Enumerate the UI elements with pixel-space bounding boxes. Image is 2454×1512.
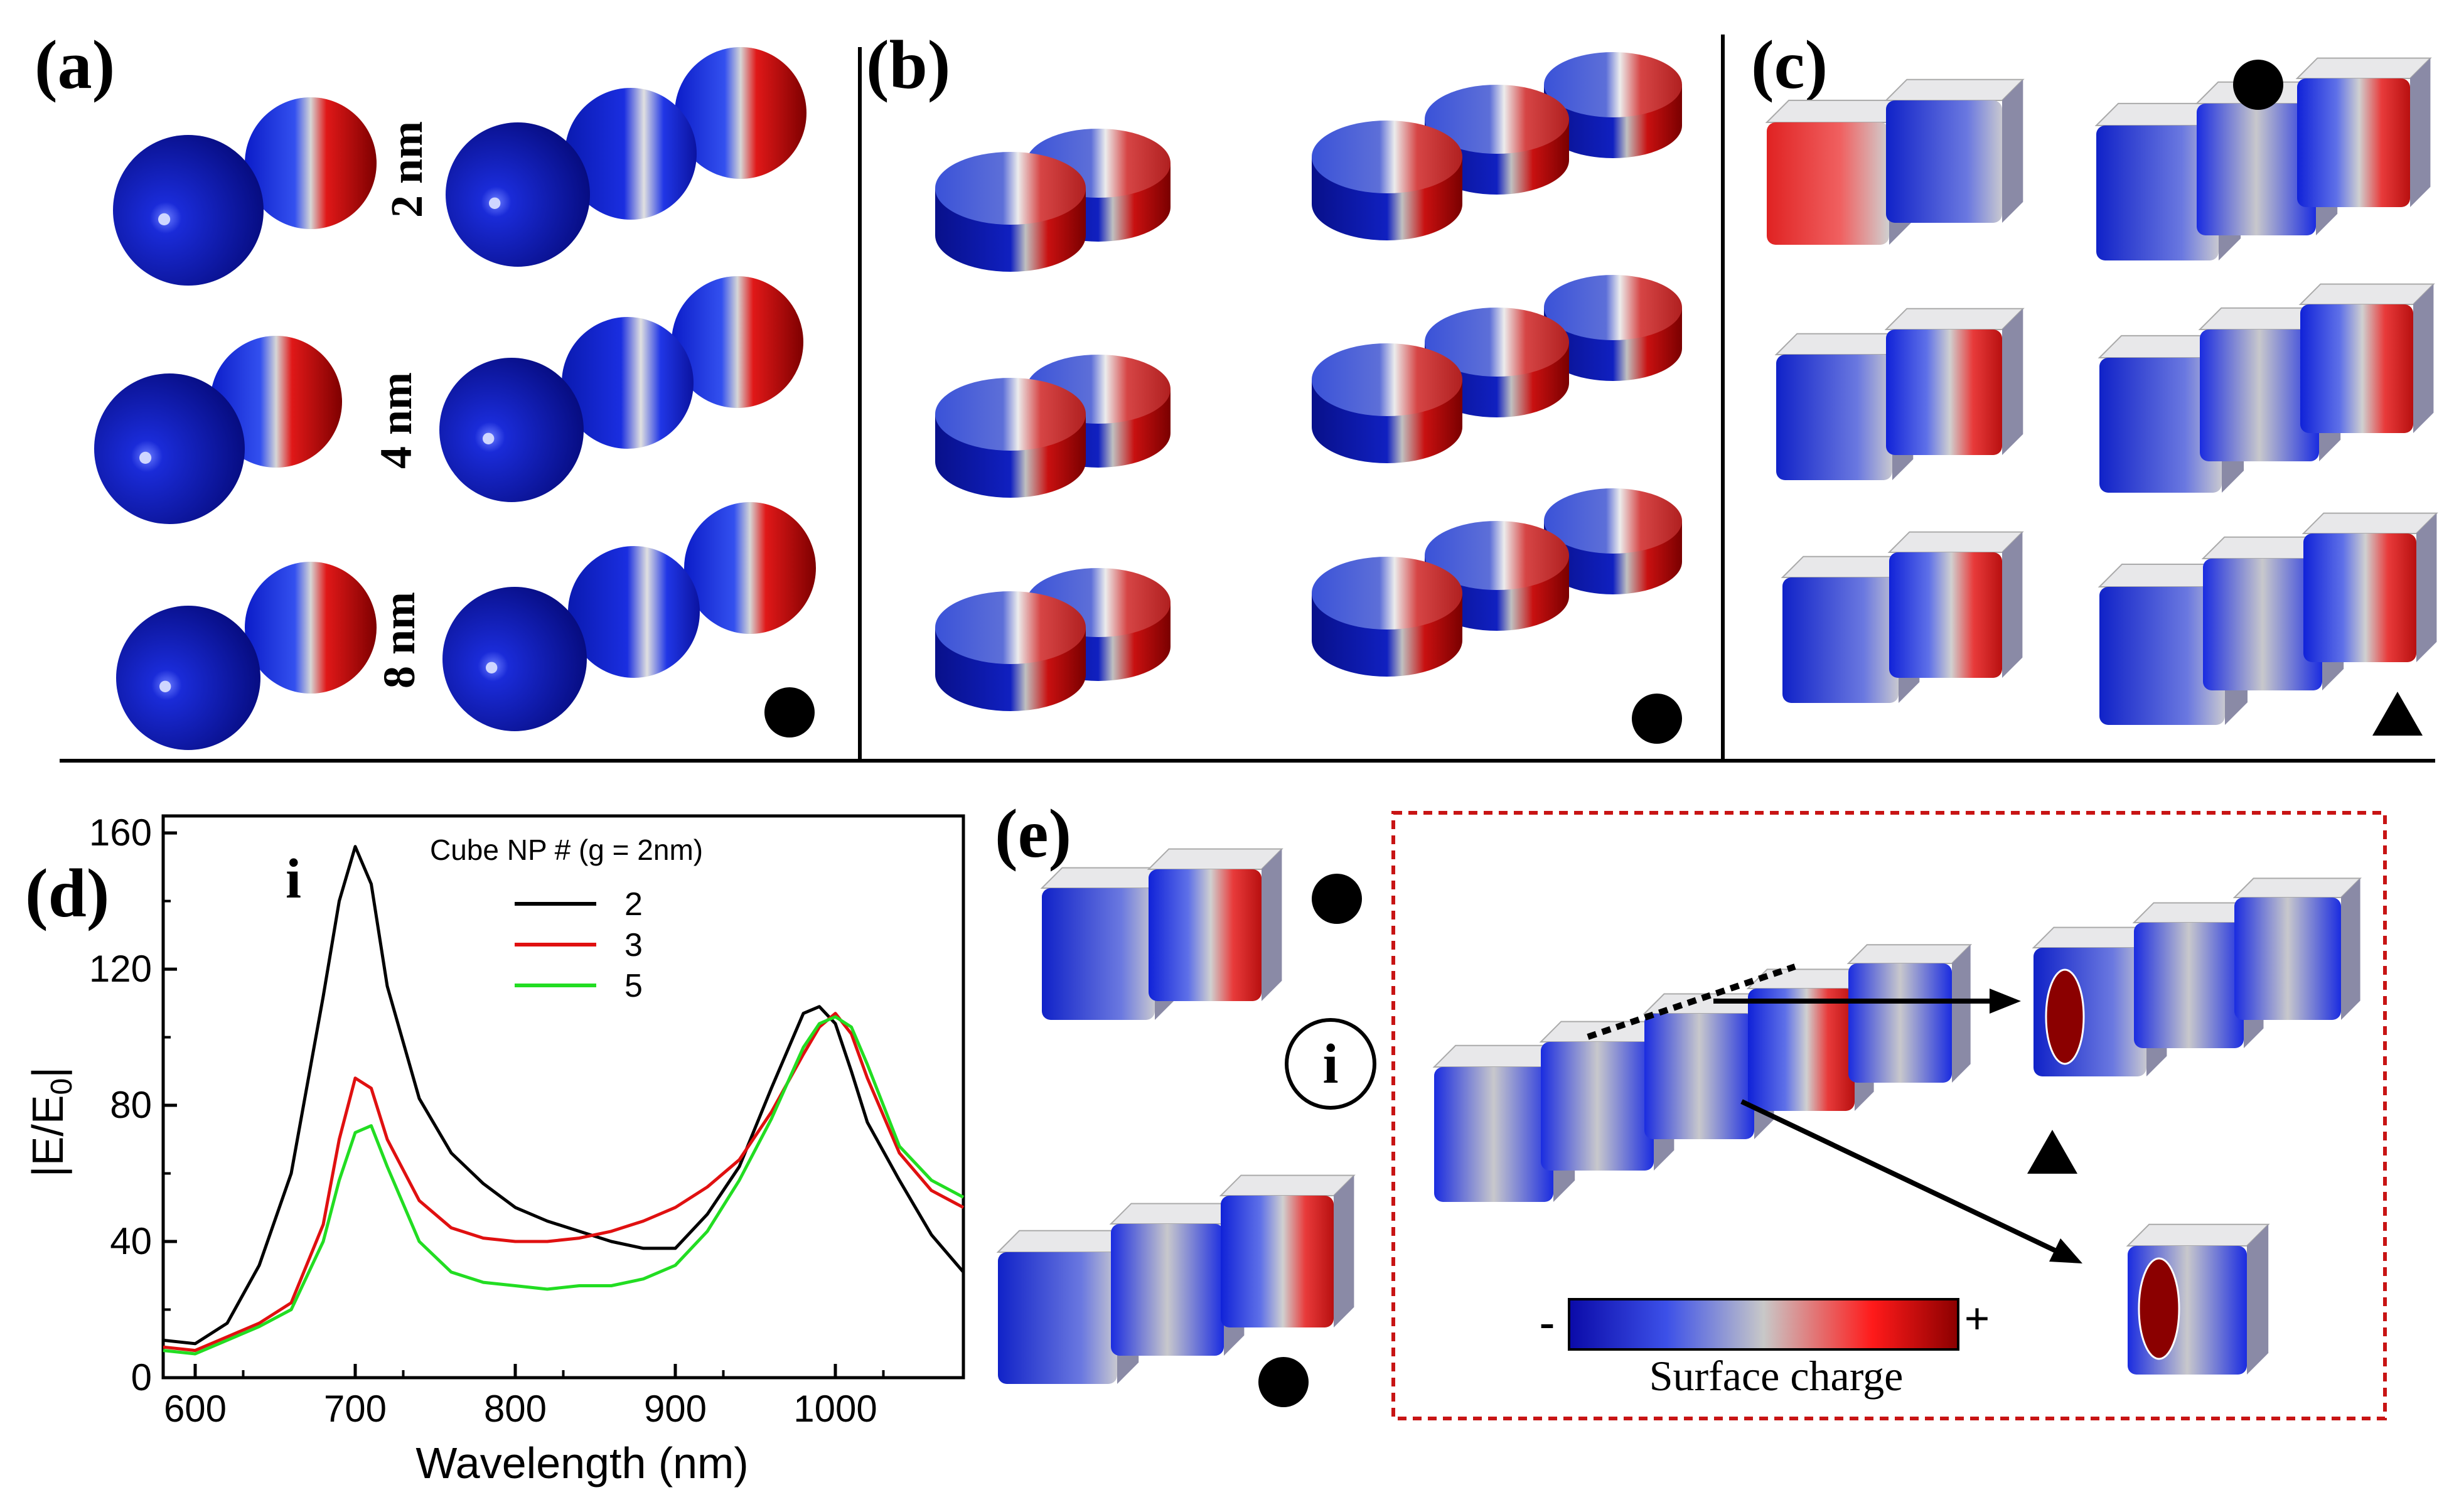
- y-tick-label: 0: [131, 1356, 152, 1398]
- series-line-3: [163, 1012, 965, 1353]
- circle-marker-a: [764, 687, 815, 737]
- disk: [935, 378, 1086, 498]
- legend-title: Cube NP # (g = 2nm): [430, 834, 703, 866]
- disk: [1312, 557, 1462, 677]
- cube: [1219, 1174, 1356, 1327]
- sphere-trimer-2nm: [446, 47, 806, 267]
- cube: [2295, 57, 2432, 207]
- disk: [1312, 121, 1462, 240]
- colorbar-plus: +: [1964, 1294, 1990, 1344]
- series-line-5: [163, 1015, 965, 1356]
- cube: [2298, 283, 2435, 433]
- panel-b-label: (b): [866, 26, 950, 103]
- series-line-2: [163, 845, 965, 1346]
- sphere-highlight: [139, 451, 152, 464]
- sphere-dimer-4nm: [94, 336, 342, 524]
- sphere-highlight: [483, 432, 495, 444]
- sphere-highlight: [159, 680, 171, 693]
- y-tick-label: 120: [89, 948, 152, 990]
- x-tick-label: 600: [164, 1388, 227, 1430]
- panel-d-label: (d): [25, 855, 109, 931]
- circle-marker-b: [1632, 694, 1682, 744]
- cube: [1887, 531, 2024, 678]
- colorbar-minus: -: [1540, 1297, 1555, 1347]
- disk: [1312, 343, 1462, 463]
- x-tick-label: 800: [484, 1388, 547, 1430]
- disk: [935, 591, 1086, 711]
- colorbar-label: Surface charge: [1649, 1352, 1904, 1400]
- sphere-trimer-4nm: [439, 276, 803, 502]
- sphere-dimers: [94, 47, 816, 750]
- sphere: [94, 373, 245, 524]
- cube: [1147, 848, 1283, 1001]
- legend-label-3: 3: [624, 927, 643, 963]
- disk-dimers: [935, 52, 1682, 711]
- sphere: [565, 88, 697, 220]
- disk: [1544, 275, 1682, 381]
- disk: [935, 152, 1086, 272]
- legend-label-2: 2: [624, 886, 643, 923]
- colorbar: - + Surface charge: [1540, 1294, 1990, 1400]
- hotspot: [2138, 1257, 2180, 1360]
- circle-marker-c: [2233, 60, 2283, 110]
- sphere: [675, 47, 806, 179]
- sphere-highlight: [486, 662, 498, 674]
- chart-inset-label: i: [286, 848, 301, 910]
- x-tick-label: 900: [644, 1388, 707, 1430]
- triangle-marker-c: [2372, 692, 2423, 736]
- sphere: [439, 358, 584, 502]
- circle-marker-e1: [1312, 874, 1362, 924]
- y-tick-label: 40: [110, 1220, 152, 1262]
- cube: [2301, 512, 2438, 662]
- dotted-cut-line: [1587, 963, 1796, 1040]
- sphere-highlight: [489, 197, 501, 209]
- colorbar-gradient: [1568, 1298, 1959, 1351]
- sphere: [672, 276, 803, 408]
- x-tick-label: 1000: [793, 1388, 877, 1430]
- sphere: [113, 135, 264, 286]
- cube-chain-long: [1432, 944, 1973, 1202]
- sphere: [684, 502, 816, 634]
- sphere-dimer-2nm: [113, 97, 377, 286]
- inset-i-badge: i: [1285, 1018, 1376, 1110]
- cube: [1884, 78, 2025, 223]
- inset-i-label: i: [1322, 1033, 1338, 1095]
- sphere: [562, 317, 694, 449]
- sphere: [446, 122, 590, 267]
- sphere: [245, 97, 377, 229]
- panel-e-label: (e): [995, 795, 1071, 872]
- cube-chains-e: [996, 848, 2362, 1384]
- y-tick-label: 80: [110, 1084, 152, 1126]
- disk: [1544, 488, 1682, 594]
- x-tick-label: 700: [324, 1388, 387, 1430]
- sphere: [568, 546, 700, 678]
- sphere-trimer-8nm: [442, 502, 816, 731]
- plot-frame: [161, 814, 965, 1380]
- circle-marker-e2: [1258, 1357, 1309, 1407]
- disk: [1544, 52, 1682, 158]
- y-axis-label: |E/E0|: [23, 1067, 78, 1177]
- sphere-highlight: [158, 213, 171, 225]
- gap-label-4nm: 4 nm: [371, 372, 421, 469]
- sphere-dimer-8nm: [116, 562, 377, 750]
- panel-a-label: (a): [35, 26, 115, 103]
- x-axis-label: Wavelength (nm): [415, 1439, 748, 1488]
- triangle-marker-e: [2027, 1130, 2077, 1174]
- legend-label-5: 5: [624, 968, 643, 1004]
- cube-chains-c: [1765, 57, 2438, 725]
- sphere: [116, 606, 260, 750]
- sphere: [245, 562, 377, 694]
- panel-c-label: (c): [1751, 26, 1828, 103]
- hotspot: [2045, 968, 2085, 1065]
- cube: [2232, 877, 2362, 1020]
- cube: [1884, 308, 2025, 455]
- gap-label-2nm: 2 nm: [382, 121, 432, 218]
- gap-label-8nm: 8 nm: [374, 592, 424, 689]
- y-tick-label: 160: [89, 812, 152, 854]
- cube: [1846, 944, 1973, 1083]
- arrows: [1713, 989, 2082, 1263]
- sphere: [442, 587, 587, 731]
